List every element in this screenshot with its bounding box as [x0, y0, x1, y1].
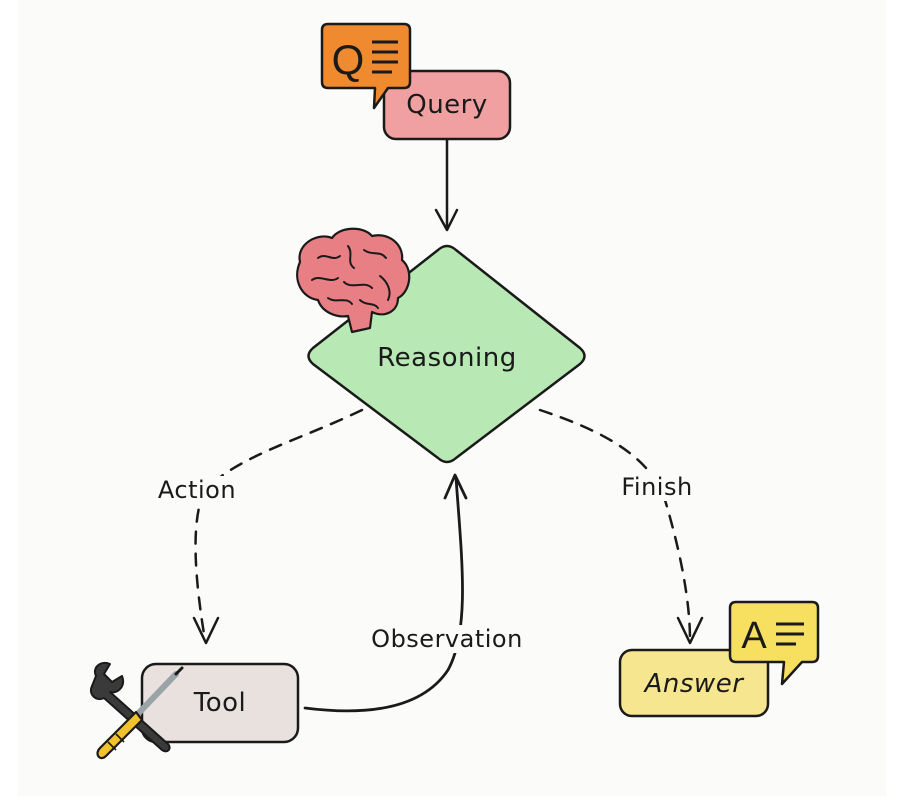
edge-label-observation: Observation [367, 625, 527, 653]
edge-label-finish: Finish [617, 473, 697, 501]
answer-speech-bubble-icon: A [728, 600, 820, 686]
edge-action [192, 408, 364, 645]
svg-text:A: A [741, 615, 767, 657]
query-label: Query [406, 90, 488, 120]
reasoning-label: Reasoning [377, 343, 517, 373]
query-speech-bubble-icon: Q [320, 22, 412, 110]
svg-text:Q: Q [332, 36, 365, 83]
node-query [382, 69, 512, 141]
brain-icon [296, 227, 411, 334]
edge-label-action: Action [153, 476, 241, 504]
node-tool [140, 662, 300, 744]
answer-label: Answer [644, 669, 744, 699]
edge-observation [303, 473, 468, 713]
tool-label: Tool [193, 688, 247, 718]
wrench-screwdriver-icon [90, 662, 184, 760]
edge-query-to-reasoning [434, 138, 459, 232]
edge-finish [538, 408, 704, 645]
node-answer [618, 648, 770, 718]
